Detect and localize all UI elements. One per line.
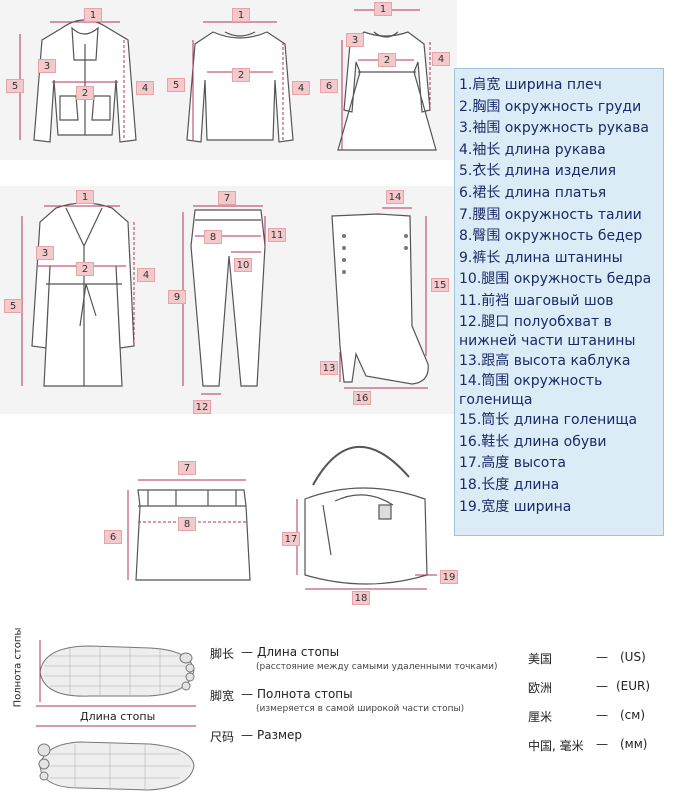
- coat-label-2: 2: [76, 262, 94, 276]
- unit-dash-0: —: [596, 650, 608, 664]
- foot-row-cn-1: 脚宽: [210, 689, 235, 703]
- unit-code-0: (US): [620, 650, 646, 664]
- legend-item-10: 10.腿围 окружность бедра: [459, 271, 652, 288]
- unit-code-1: (EUR): [616, 679, 651, 693]
- foot-row-dash-0: —: [241, 645, 253, 659]
- tshirt-label-4: 4: [292, 81, 310, 95]
- tshirt-label-2: 2: [232, 68, 250, 82]
- pants-label-11: 11: [268, 228, 286, 242]
- foot-size-section: Полнота стопы Длина стопы 脚长 — Длина сто…: [0, 627, 673, 800]
- boot-label-15: 15: [431, 278, 449, 292]
- dress-label-1: 1: [374, 2, 392, 16]
- boot-label-14: 14: [386, 190, 404, 204]
- unit-cn-2: 厘米: [528, 710, 553, 724]
- foot-top-illustration: [37, 741, 195, 791]
- foot-row-note-0: (расстояние между самыми удаленными точк…: [256, 662, 498, 672]
- unit-cn-1: 欧洲: [528, 681, 553, 695]
- dress-label-6: 6: [320, 79, 338, 93]
- legend-item-13: 13.跟高 высота каблука: [459, 352, 631, 369]
- skirt-illustration: [127, 479, 251, 581]
- boot-label-16: 16: [353, 391, 371, 405]
- pants-label-7: 7: [218, 191, 236, 205]
- boot-label-13: 13: [320, 361, 338, 375]
- legend-item-4: 4.袖长 длина рукава: [459, 141, 606, 158]
- foot-sole-illustration: [39, 645, 195, 697]
- coat-illustration: [21, 202, 135, 387]
- coat-label-3: 3: [36, 246, 54, 260]
- dress-label-2: 2: [378, 53, 396, 67]
- bag-label-19: 19: [440, 570, 458, 584]
- legend-item-2: 2.胸围 окружность груди: [459, 98, 642, 115]
- dress-label-3: 3: [346, 33, 364, 47]
- coat-label-5: 5: [4, 299, 22, 313]
- bag-label-17: 17: [282, 532, 300, 546]
- unit-dash-3: —: [596, 737, 608, 751]
- legend-item-15: 15.筒长 длина голенища: [459, 412, 638, 429]
- legend-item-9: 9.裤长 длина штанины: [459, 249, 623, 266]
- skirt-label-8: 8: [178, 517, 196, 531]
- pants-label-10: 10: [234, 258, 252, 272]
- jacket-label-1: 1: [84, 8, 102, 22]
- pants-label-12: 12: [193, 400, 211, 414]
- measurement-legend: 1.肩宽 ширина плеч 2.胸围 окружность груди 3…: [454, 68, 664, 536]
- jacket-label-5: 5: [6, 79, 24, 93]
- foot-row-note-1: (измеряется в самой широкой части стопы): [256, 704, 465, 714]
- unit-cn-3: 中国, 毫米: [528, 739, 584, 753]
- pants-label-8: 8: [204, 230, 222, 244]
- jacket-label-3: 3: [38, 59, 56, 73]
- legend-item-11: 11.前裆 шаговый шов: [459, 292, 614, 309]
- legend-item-3: 3.袖围 окружность рукава: [459, 120, 649, 137]
- jacket-label-2: 2: [76, 86, 94, 100]
- unit-dash-2: —: [596, 708, 608, 722]
- legend-item-8: 8.臀围 окружность бедер: [459, 228, 643, 245]
- legend-item-19: 19.宽度 ширина: [459, 498, 572, 515]
- legend-item-7: 7.腰围 окружность талии: [459, 206, 642, 223]
- foot-row-cn-0: 脚长: [210, 647, 235, 661]
- bag-illustration: [296, 446, 437, 590]
- coat-label-4: 4: [137, 268, 155, 282]
- bag-label-18: 18: [352, 591, 370, 605]
- skirt-label-6: 6: [104, 530, 122, 544]
- coat-label-1: 1: [76, 190, 94, 204]
- jacket-label-4: 4: [136, 81, 154, 95]
- legend-item-18: 18.长度 длина: [459, 476, 560, 493]
- foot-row-dash-2: —: [241, 728, 253, 742]
- unit-code-3: (мм): [620, 737, 648, 751]
- unit-cn-0: 美国: [528, 652, 553, 666]
- legend-item-1: 1.肩宽 ширина плеч: [459, 77, 602, 93]
- jacket-illustration: [19, 19, 137, 143]
- dress-illustration: [337, 9, 437, 151]
- tshirt-label-1: 1: [232, 8, 250, 22]
- foot-width-label: Полнота стопы: [12, 627, 24, 708]
- foot-row-ru-1: Полнота стопы: [257, 687, 353, 701]
- skirt-label-7: 7: [178, 461, 196, 475]
- unit-dash-1: —: [596, 679, 608, 693]
- boot-illustration: [331, 207, 429, 389]
- legend-item-5: 5.衣长 длина изделия: [459, 163, 617, 180]
- legend-item-6: 6.裙长 длина платья: [459, 184, 607, 201]
- legend-item-16: 16.鞋长 длина обуви: [459, 433, 607, 450]
- foot-row-ru-0: Длина стопы: [257, 645, 340, 659]
- legend-item-17: 17.高度 высота: [459, 455, 567, 472]
- foot-measure-lines: [36, 640, 196, 727]
- pants-illustration: [182, 205, 266, 395]
- foot-row-cn-2: 尺码: [210, 730, 235, 744]
- foot-row-ru-2: Размер: [257, 728, 303, 742]
- dress-label-4: 4: [432, 52, 450, 66]
- legend-item-12: 12.腿口 полуобхват в нижней части штанины: [459, 313, 636, 349]
- foot-row-dash-1: —: [241, 687, 253, 701]
- legend-item-14: 14.筒围 окружность голенища: [459, 373, 603, 409]
- foot-length-label: Длина стопы: [80, 710, 156, 723]
- tshirt-label-5: 5: [167, 78, 185, 92]
- unit-code-2: (см): [620, 708, 646, 722]
- pants-label-9: 9: [168, 290, 186, 304]
- tshirt-illustration: [186, 21, 294, 143]
